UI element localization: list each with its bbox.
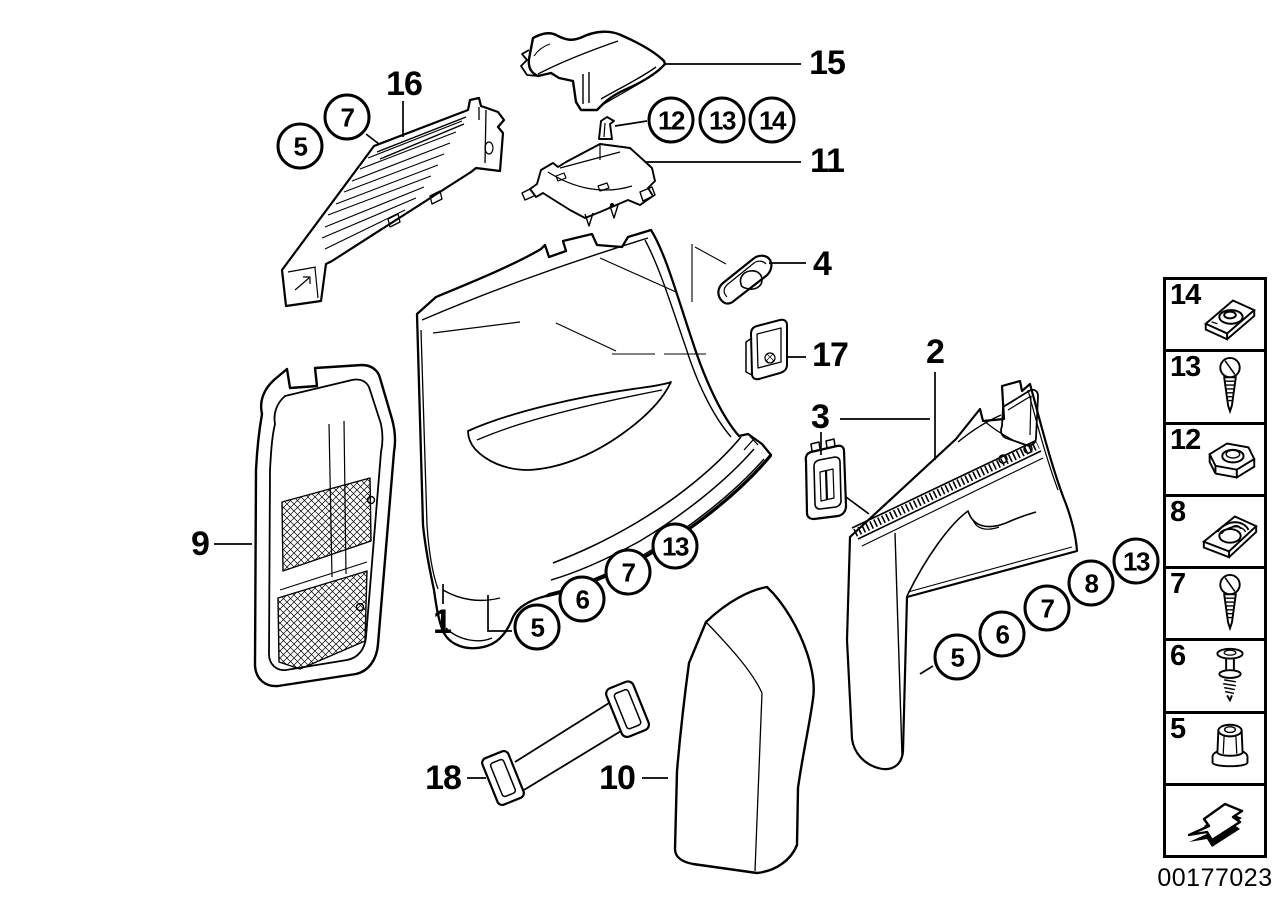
callout-circle: 8 [1067,559,1115,607]
hex-nut-icon [1208,442,1256,480]
callout-circle: 6 [558,575,606,623]
callout-circle: 5 [513,603,561,651]
callout-number: 7 [340,102,355,132]
callout-number: 6 [575,584,590,614]
part-2-right-trim-panel [845,379,1079,771]
part-11-bracket [521,116,656,227]
legend-row-13: 13 [1166,351,1264,425]
legend-number: 14 [1170,279,1201,311]
callout-circle: 7 [323,93,371,141]
screw-icon [1219,573,1241,631]
legend-row-5: 5 [1166,714,1264,786]
callout-circle: 12 [647,96,695,144]
legend-row-7: 7 [1166,568,1264,642]
callout-number: 8 [1084,568,1099,598]
leader-lines [214,63,936,779]
callout-circle: 13 [651,522,699,570]
legend-number: 13 [1170,351,1201,384]
part-label: 2 [926,333,945,371]
pointer-lines [599,244,727,355]
callout-number: 5 [293,131,308,161]
callout-number: 13 [662,531,689,561]
part-label: 15 [809,44,846,82]
part-label: 9 [191,525,210,563]
callout-circle: 5 [276,122,324,170]
callout-circle: 5 [933,633,981,681]
part-label: 4 [813,245,832,283]
callout-number: 5 [530,612,545,642]
part-16-vent-grille [280,96,506,308]
direction-arrow-icon [1187,803,1244,848]
legend-number: 6 [1170,640,1186,673]
callout-circle: 7 [604,548,652,596]
part-label: 17 [812,336,849,374]
legend-number: 5 [1170,712,1186,745]
legend-row-14: 14 [1166,279,1264,353]
legend-row-8: 8 [1166,497,1264,569]
legend-number: 7 [1170,568,1186,600]
callout-circle: 13 [698,96,746,144]
legend-row-6: 6 [1166,640,1264,714]
part-label: 16 [386,65,423,103]
callout-number: 7 [1040,593,1055,623]
part-label: 3 [811,398,830,436]
legend-number: 12 [1170,423,1201,456]
callout-circle: 7 [1023,584,1071,632]
screw-icon [1219,356,1241,415]
part-17-trim-plate [745,318,788,381]
part-4-hook [717,254,773,305]
diagram-id: 00177023 [1157,864,1273,892]
part-label: 10 [599,759,636,797]
callout-number: 12 [658,105,685,135]
callout-circle: 14 [748,96,796,144]
clip-nut-icon [1201,515,1258,559]
legend-number: 8 [1170,495,1186,528]
part-9-net-panel [253,363,397,688]
callout-circle: 6 [978,610,1026,658]
part-3-bracket-loop [804,438,848,521]
callout-number: 7 [621,557,636,587]
legend-row-arrow [1166,786,1264,855]
part-label: 11 [810,142,845,180]
part-15-cover [520,30,667,112]
callout-number: 6 [995,619,1010,649]
cap-nut-icon [1211,723,1249,768]
fastener-legend: 14 13 12 [1163,277,1267,858]
part-label: 18 [425,759,462,797]
part-label: 1 [433,603,452,641]
callout-number: 5 [950,642,965,672]
callout-number: 13 [1123,546,1150,576]
part-10-cover [673,585,815,875]
part-18-strap [481,680,651,807]
callout-circle: 13 [1112,537,1160,585]
callout-number: 14 [759,105,786,135]
callout-number: 13 [709,105,736,135]
legend-row-12: 12 [1166,425,1264,497]
expanding-rivet-icon [1216,647,1244,703]
speed-nut-icon [1203,298,1257,341]
